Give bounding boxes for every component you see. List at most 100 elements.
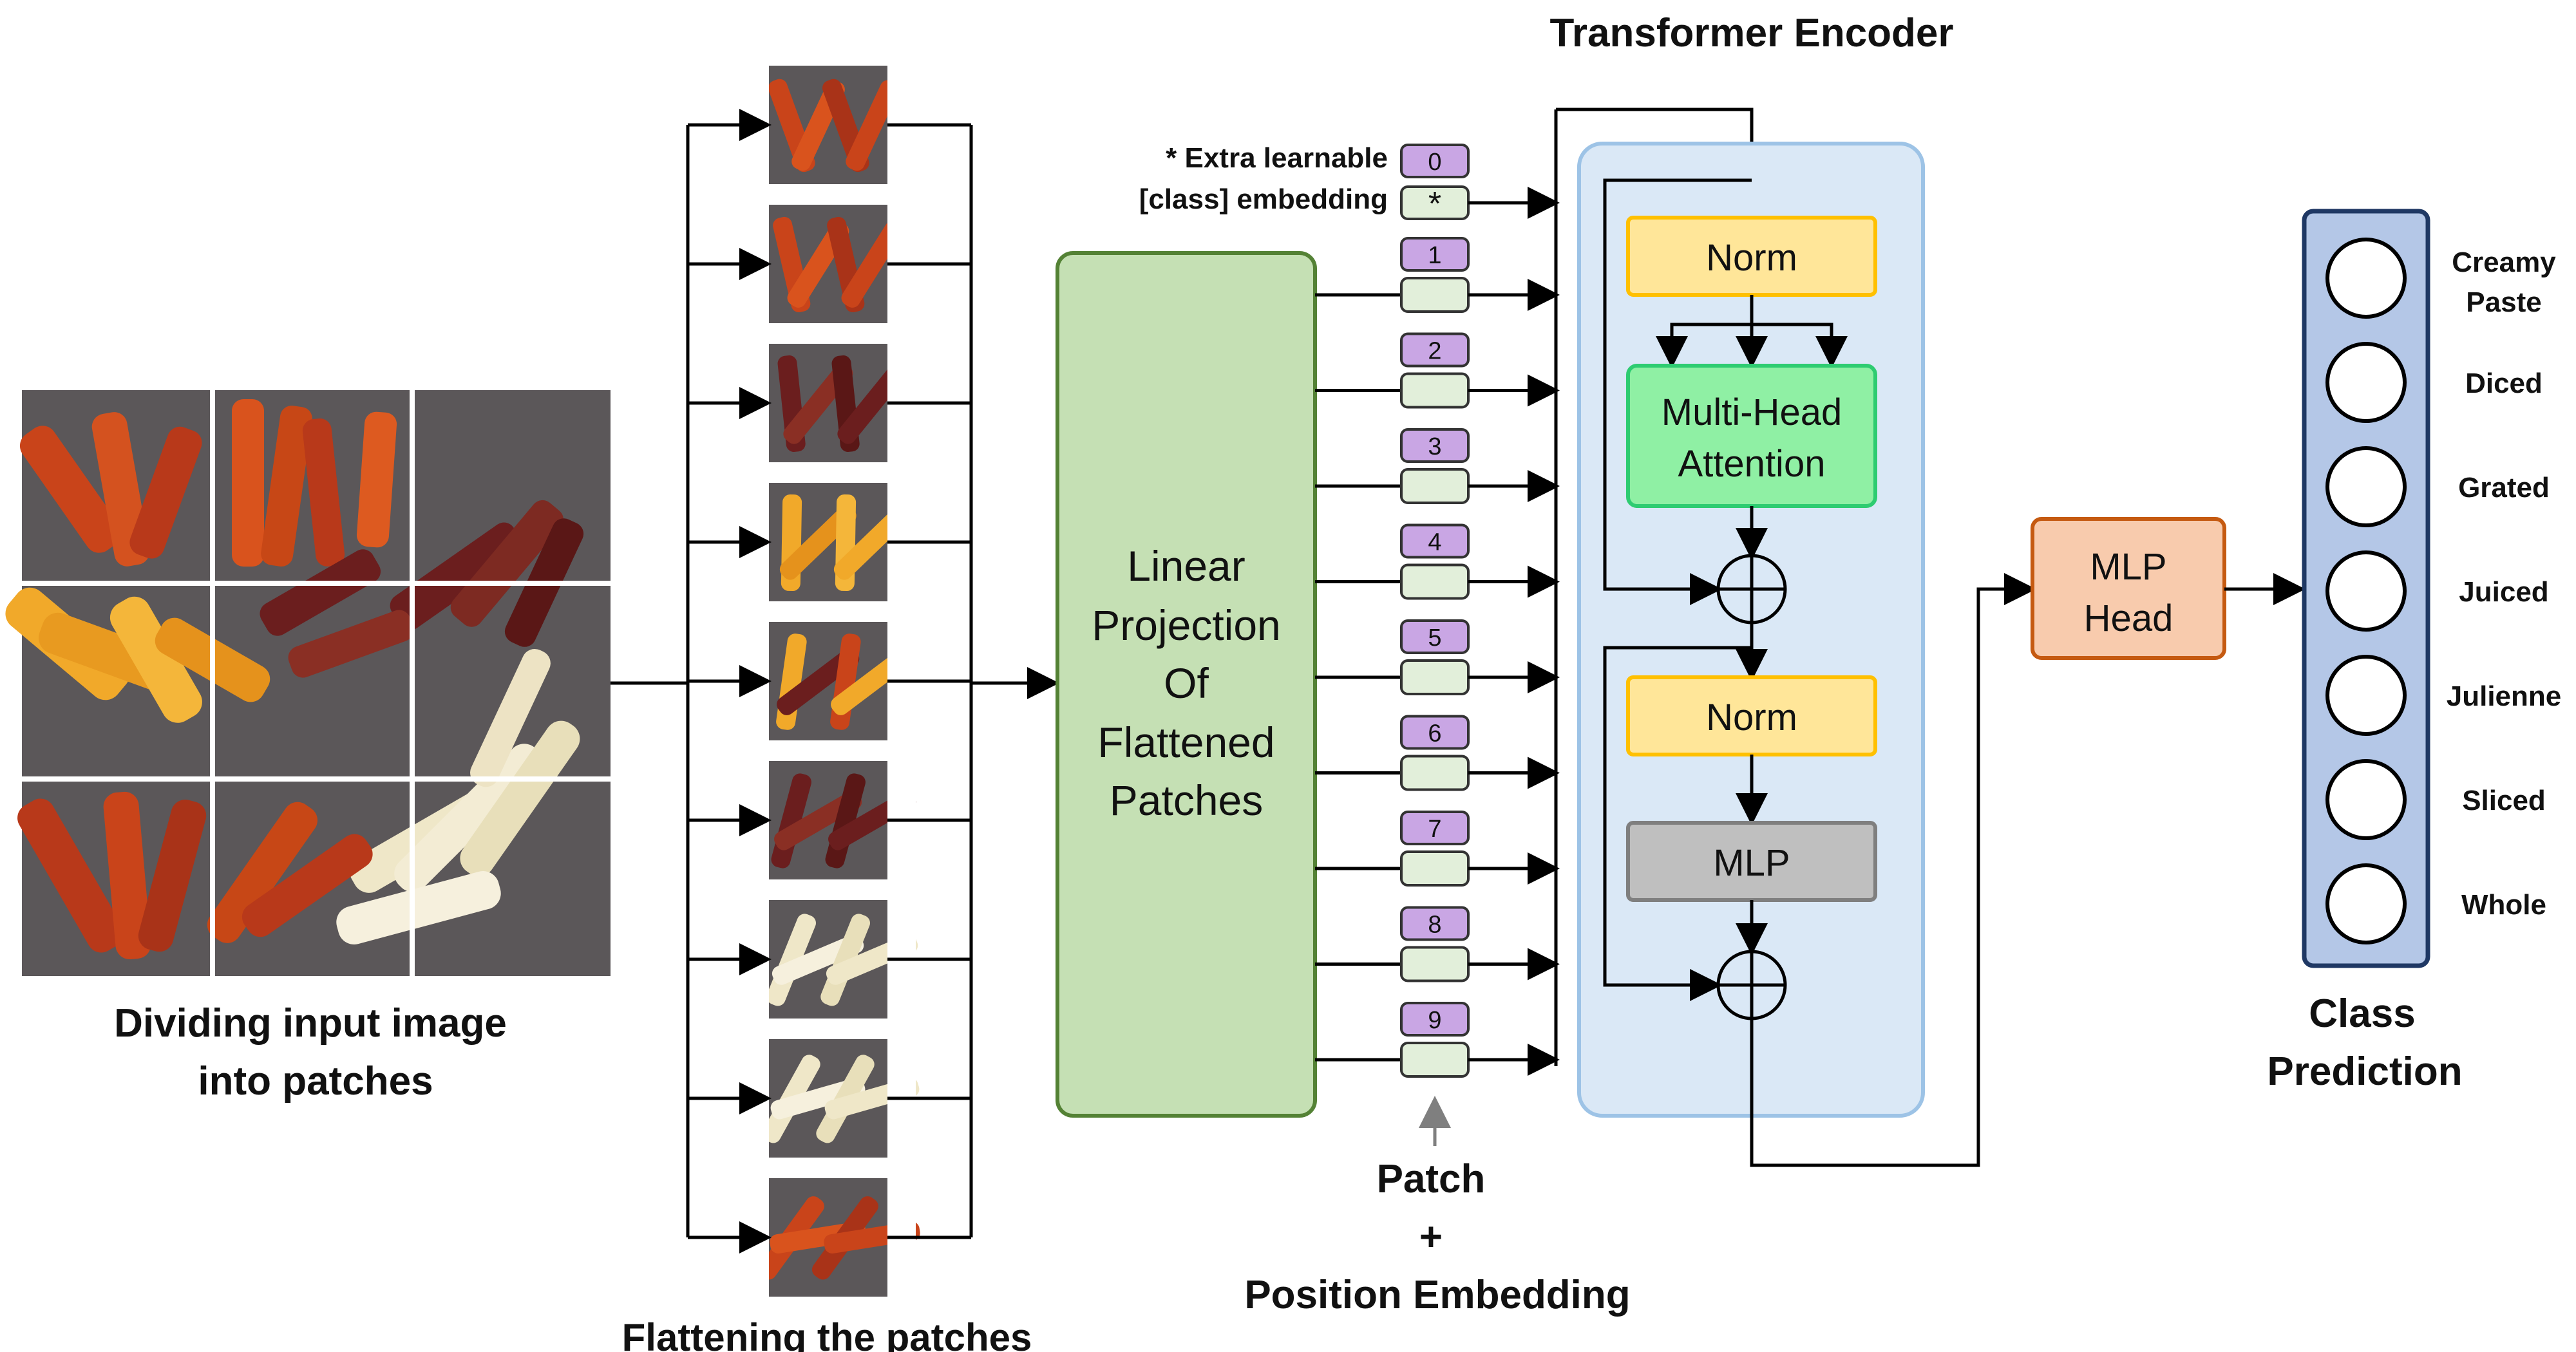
position-label: 4 xyxy=(1428,529,1441,556)
position-box xyxy=(1400,332,1470,368)
embedding-rows: 1 2 3 4 5 6 7 8 9 xyxy=(1315,237,1560,1078)
class-embedding-symbol: * xyxy=(1428,185,1441,223)
patch-tile-3 xyxy=(769,344,907,462)
class-label-line2: Paste xyxy=(2466,286,2541,318)
extra-note-line1: * Extra learnable xyxy=(1166,142,1388,174)
embedding-row-1: 1 xyxy=(1315,237,1560,313)
embedding-row-8: 8 xyxy=(1315,906,1560,982)
embedding-row-6: 6 xyxy=(1315,715,1560,791)
position-label: 2 xyxy=(1428,338,1441,365)
embedding-caption-line3: Position Embedding xyxy=(1244,1273,1630,1317)
patch-embedding-box xyxy=(1400,563,1470,600)
encoder-title: Transformer Encoder xyxy=(1549,11,1953,55)
patch-embedding-box xyxy=(1400,468,1470,504)
position-label: 5 xyxy=(1428,624,1441,652)
projection-text: Linear Projection Of Flattened Patches xyxy=(1092,542,1281,824)
patch-embedding-box xyxy=(1400,850,1470,887)
position-box xyxy=(1400,811,1470,845)
patch-gap xyxy=(741,1019,916,1039)
prediction-title-line1: Class xyxy=(2309,991,2415,1036)
position-box xyxy=(1400,715,1470,750)
encoder-to-head-line xyxy=(1750,573,2036,1167)
parsnip-pieces xyxy=(336,649,580,945)
patch-gap xyxy=(741,1158,916,1178)
class-node-2: Diced xyxy=(2325,342,2543,423)
embedding-row-9: 9 xyxy=(1315,1002,1560,1078)
output-neuron xyxy=(2325,655,2407,736)
patch-gap xyxy=(741,45,916,66)
projection-line-1: Linear xyxy=(1127,542,1245,590)
norm-2-label: Norm xyxy=(1706,697,1797,738)
class-label: Juiced xyxy=(2459,576,2548,608)
patch-embedding-box xyxy=(1400,946,1470,982)
patch-arrows xyxy=(688,109,971,1253)
class-label: Diced xyxy=(2465,368,2543,399)
input-caption-line1: Dividing input image xyxy=(114,1001,507,1046)
attention-label-line1: Multi-Head xyxy=(1662,391,1842,433)
linear-projection-box xyxy=(1056,251,1317,1118)
embedding-row-2: 2 xyxy=(1315,332,1560,409)
class-label: Whole xyxy=(2461,889,2546,921)
class-label: Creamy xyxy=(2452,247,2556,278)
patch-gap xyxy=(741,1297,916,1317)
add-node-2 xyxy=(1716,950,1787,1020)
embedding-row-4: 4 xyxy=(1315,523,1560,600)
position-label: 1 xyxy=(1428,242,1441,269)
patch-embedding-box xyxy=(1400,1042,1470,1078)
output-neuron xyxy=(2325,446,2407,527)
position-label: 3 xyxy=(1428,433,1441,460)
multi-head-attention-box xyxy=(1626,364,1877,508)
class-node-7: Whole xyxy=(2325,863,2546,944)
mlp-head-line1: MLP xyxy=(2090,546,2166,588)
attention-inputs xyxy=(1656,295,1848,368)
norm-1-label: Norm xyxy=(1706,237,1797,279)
mlp-label: MLP xyxy=(1713,842,1790,884)
patch-gap xyxy=(741,323,916,344)
projection-line-3: Of xyxy=(1164,659,1209,707)
position-box xyxy=(1400,237,1470,272)
residual-connection-2 xyxy=(1603,646,1752,1001)
embedding-caption-line2: + xyxy=(1419,1215,1443,1259)
patch-gap xyxy=(741,740,916,761)
projection-line-2: Projection xyxy=(1092,601,1281,649)
add-node-1 xyxy=(1716,554,1787,624)
patch-gap xyxy=(741,184,916,205)
projection-line-4: Flattened xyxy=(1097,718,1274,766)
position-label: 6 xyxy=(1428,720,1441,747)
position-label: 8 xyxy=(1428,912,1441,939)
output-nodes: CreamyPasteDicedGratedJuicedJulienneSlic… xyxy=(2325,238,2562,944)
class-node-4: Juiced xyxy=(2325,550,2549,632)
patch-embedding-box xyxy=(1400,372,1470,409)
carrot-pieces-bottom xyxy=(17,791,373,960)
class-position-box xyxy=(1400,144,1470,178)
prediction-title-line2: Prediction xyxy=(2267,1049,2462,1094)
mlp-head-line2: Head xyxy=(2084,597,2174,639)
patch-gap xyxy=(741,601,916,622)
position-box xyxy=(1400,906,1470,941)
position-label: 7 xyxy=(1428,816,1441,843)
patch-gap xyxy=(741,879,916,900)
output-neuron xyxy=(2325,759,2407,840)
class-label: Sliced xyxy=(2462,785,2546,816)
class-token: 0 * xyxy=(1400,144,1560,223)
class-label: Julienne xyxy=(2447,681,2562,712)
class-node-6: Sliced xyxy=(2325,759,2546,840)
class-position-label: 0 xyxy=(1428,149,1441,176)
position-box xyxy=(1400,1002,1470,1037)
patch-embedding-box xyxy=(1400,277,1470,313)
patch-embedding-box xyxy=(1400,659,1470,695)
embedding-row-7: 7 xyxy=(1315,811,1560,887)
output-neuron xyxy=(2325,550,2407,632)
input-image xyxy=(5,390,611,976)
embedding-caption-line1: Patch xyxy=(1377,1157,1486,1201)
embedding-row-3: 3 xyxy=(1315,428,1560,504)
position-box xyxy=(1400,619,1470,654)
patch-tile-9 xyxy=(757,1178,920,1297)
position-box xyxy=(1400,523,1470,559)
carrot-pieces-orange xyxy=(19,399,397,567)
output-neuron xyxy=(2325,342,2407,423)
residual-connection-1 xyxy=(1603,178,1752,605)
extra-note-line2: [class] embedding xyxy=(1139,183,1388,215)
